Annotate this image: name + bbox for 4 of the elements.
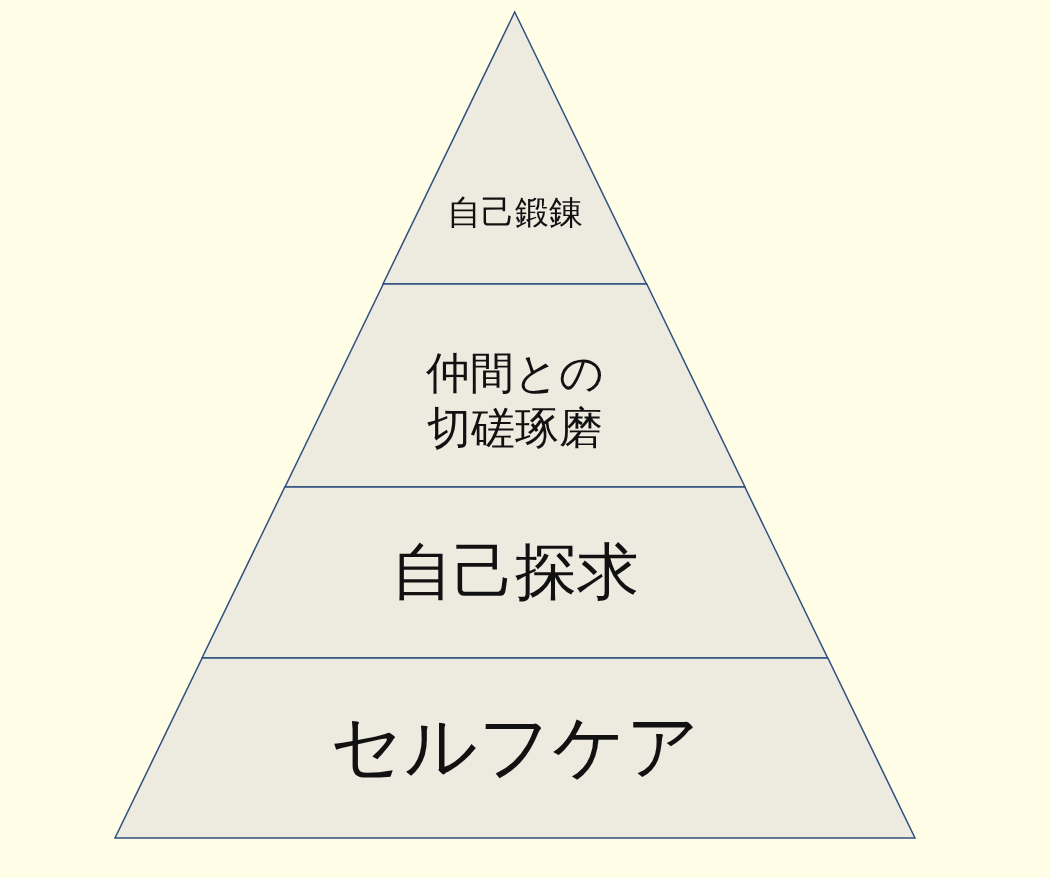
- level-label: セルフケア: [330, 703, 700, 790]
- level-label: 自己探求: [391, 534, 639, 611]
- level-label: 仲間との切磋琢磨: [425, 346, 605, 455]
- level-label: 自己鍛錬: [447, 190, 583, 234]
